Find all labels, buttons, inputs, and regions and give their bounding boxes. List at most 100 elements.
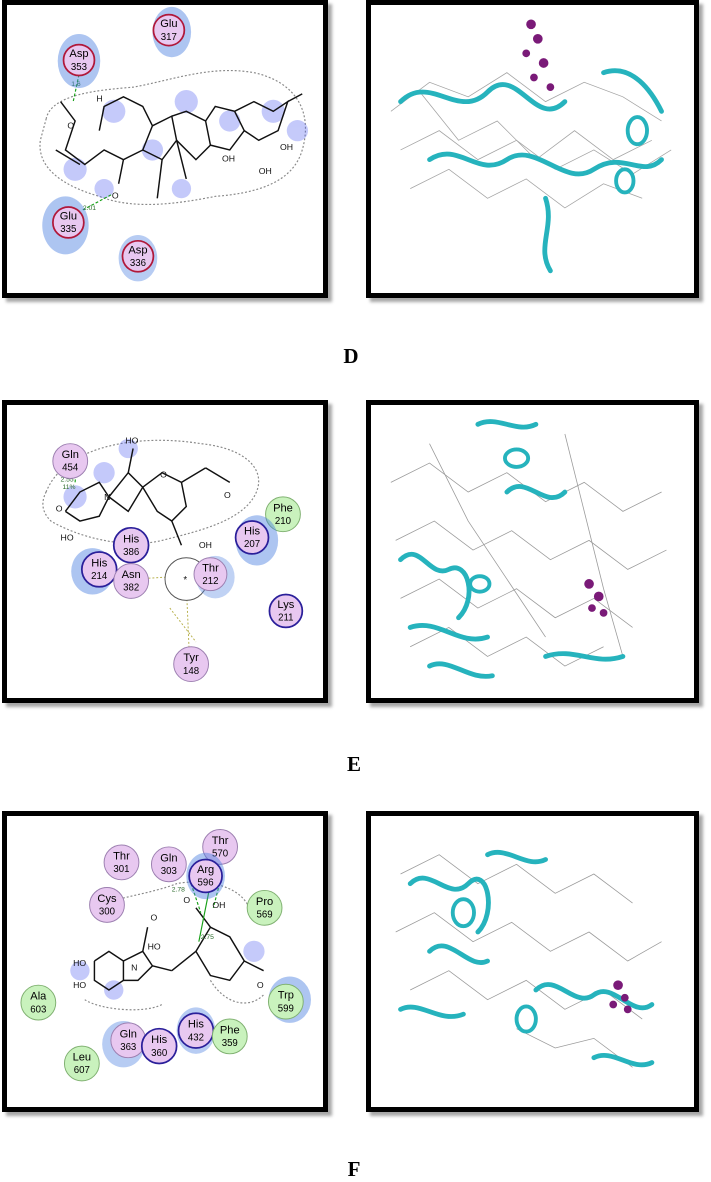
protein-3d-view-e (366, 400, 699, 703)
svg-text:603: 603 (30, 1004, 46, 1015)
svg-text:599: 599 (278, 1003, 294, 1014)
atom-label: N (104, 492, 110, 502)
svg-text:Glu: Glu (160, 18, 177, 30)
svg-text:Thr: Thr (113, 851, 130, 863)
svg-text:607: 607 (74, 1065, 90, 1076)
svg-text:Pro: Pro (256, 896, 273, 908)
distance-label-e-1: 2.55 (61, 476, 74, 483)
interaction-diagram-d: 1.6 2.01 O O H OH OH OH Asp 353 Glu 317 … (2, 0, 328, 298)
panel-label-e: E (346, 752, 361, 776)
distance-label-e-2: 11% (62, 484, 75, 491)
svg-text:335: 335 (60, 224, 76, 235)
residue-thr-570: Thr 570 (202, 829, 238, 865)
panel-label-f: F (347, 1157, 361, 1181)
atom-label: O (67, 121, 74, 131)
residue-his-432: His 432 (176, 1007, 216, 1054)
svg-text:336: 336 (130, 258, 146, 269)
svg-text:Asn: Asn (122, 569, 141, 581)
residue-ala-603: Ala 603 (20, 984, 57, 1021)
residue-his-386: His 386 (112, 526, 150, 564)
atom-label: O (160, 470, 167, 480)
svg-text:Phe: Phe (220, 1025, 240, 1037)
svg-text:His: His (188, 1019, 204, 1031)
residue-cys-300: Cys 300 (89, 887, 125, 923)
interaction-diagram-f: 2.78 2.75 HO HO N O HO O OH O Thr 301 Gl… (2, 811, 328, 1112)
protein-3d-view-f (366, 811, 699, 1112)
ligand-2d-d: 1.6 2.01 O O H OH OH OH Asp 353 Glu 317 … (39, 6, 309, 282)
svg-text:570: 570 (212, 849, 228, 860)
svg-text:Gln: Gln (160, 852, 177, 864)
atom-label: OH (222, 154, 235, 164)
atom-label: OH (259, 166, 272, 176)
svg-text:301: 301 (113, 864, 129, 875)
residue-glu-317: Glu 317 (152, 6, 192, 58)
svg-text:359: 359 (222, 1038, 238, 1049)
atom-label: HO (73, 980, 86, 990)
residue-gln-363: Gln 363 (102, 1020, 147, 1068)
svg-text:569: 569 (257, 910, 273, 921)
svg-text:Asp: Asp (128, 244, 147, 256)
residue-his-207: His 207 (234, 515, 279, 566)
protein-3d-view-d (366, 0, 699, 298)
svg-text:His: His (244, 526, 260, 538)
svg-text:353: 353 (71, 62, 87, 73)
atom-label: O (257, 980, 264, 990)
residue-leu-607: Leu 607 (63, 1045, 100, 1082)
atom-label: HO (125, 436, 138, 446)
svg-text:207: 207 (244, 539, 260, 550)
atom-label: OH (280, 142, 293, 152)
svg-text:212: 212 (202, 576, 218, 587)
residue-thr-212: Thr 212 (193, 555, 235, 599)
protein-ribbon-f (395, 850, 662, 1068)
atom-label: HO (148, 941, 161, 951)
svg-text:Cys: Cys (97, 893, 117, 905)
svg-text:596: 596 (198, 878, 214, 889)
svg-text:His: His (91, 557, 107, 569)
svg-text:His: His (151, 1034, 167, 1046)
svg-text:Leu: Leu (73, 1052, 92, 1064)
atom-label: OH (199, 540, 212, 550)
svg-text:Tyr: Tyr (183, 652, 199, 664)
residue-asp-336: Asp 336 (118, 235, 158, 282)
svg-text:Thr: Thr (212, 835, 229, 847)
svg-text:432: 432 (188, 1032, 204, 1043)
svg-text:Trp: Trp (278, 990, 294, 1002)
svg-text:303: 303 (161, 866, 177, 877)
svg-text:Thr: Thr (202, 562, 219, 574)
residue-gln-454: Gln 454 (52, 443, 89, 479)
residue-thr-301: Thr 301 (103, 844, 140, 881)
atom-label: O (56, 503, 63, 513)
svg-text:360: 360 (151, 1048, 167, 1059)
residue-phe-359: Phe 359 (211, 1018, 248, 1055)
residue-asn-382: Asn 382 (113, 563, 150, 599)
residue-his-360: His 360 (140, 1027, 178, 1065)
distance-label-d-2: 2.01 (83, 205, 96, 212)
ligand-2d-e: 2.55 11% * HO O N O HO OH O Gln 454 Phe … (42, 436, 304, 683)
ligand-2d-f: 2.78 2.75 HO HO N O HO O OH O Thr 301 Gl… (20, 829, 311, 1082)
protein-ribbon-d (390, 19, 672, 274)
atom-label: H (96, 94, 102, 104)
aromatic-centroid: * (183, 575, 187, 586)
svg-text:Lys: Lys (277, 599, 294, 611)
atom-label: O (183, 895, 190, 905)
atom-label: HO (73, 958, 86, 968)
residue-asp-353: Asp 353 (57, 33, 101, 89)
distance-label-f-1: 2.78 (172, 886, 185, 893)
distance-label-d-1: 1.6 (71, 81, 81, 88)
svg-text:Ala: Ala (30, 991, 47, 1003)
residue-glu-335: Glu 335 (42, 196, 89, 255)
protein-ribbon-e (390, 419, 667, 679)
residue-pro-569: Pro 569 (246, 889, 283, 926)
atom-label: O (224, 490, 231, 500)
svg-text:363: 363 (120, 1042, 136, 1053)
svg-text:His: His (123, 533, 139, 545)
distance-label-f-2: 2.75 (201, 934, 214, 941)
residue-tyr-148: Tyr 148 (173, 646, 209, 683)
svg-text:148: 148 (183, 666, 199, 677)
svg-text:317: 317 (161, 32, 177, 43)
svg-text:386: 386 (123, 547, 139, 558)
svg-text:382: 382 (123, 583, 139, 594)
residue-his-214: His 214 (71, 548, 118, 595)
svg-text:Asp: Asp (69, 48, 88, 60)
atom-label: O (150, 912, 157, 922)
